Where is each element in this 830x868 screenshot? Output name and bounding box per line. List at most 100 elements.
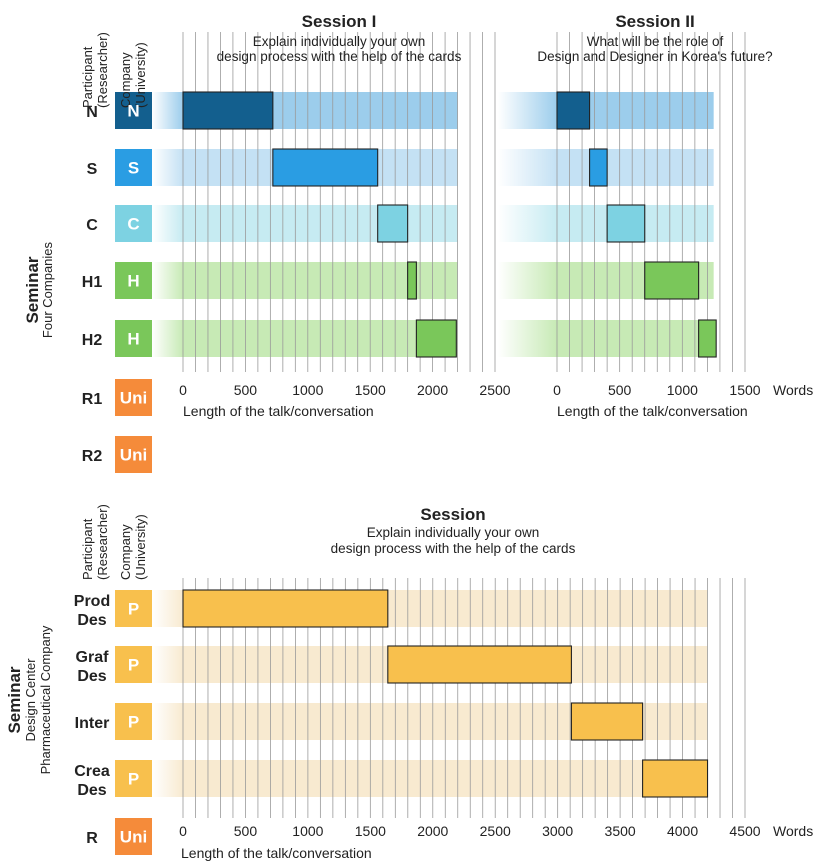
session3-tick-label: 3500: [605, 823, 636, 839]
session1-bar-s: [272, 148, 379, 187]
session2-bar-h1: [644, 261, 700, 300]
participant-R2-badge-text: Uni: [120, 446, 147, 465]
seminar2-sublabel: Design Center: [23, 658, 38, 742]
seminar1-sublabel: Four Companies: [40, 241, 55, 338]
session2-title: Session II: [615, 12, 694, 31]
session2-bar-c: [606, 204, 646, 243]
session3-subtitle-2: design process with the help of the card…: [331, 541, 576, 556]
session2-track: [557, 320, 714, 357]
session2-track-fade: [498, 262, 557, 299]
session3-tick-label: 2000: [417, 823, 448, 839]
session1-tick-label: 2000: [417, 382, 448, 398]
session1-bar-c: [377, 204, 409, 243]
session3-tick-label: 1000: [292, 823, 323, 839]
participant-inter-badge-text: P: [128, 713, 139, 732]
session3-tick-label: 4500: [729, 823, 760, 839]
participant-label-C: C: [86, 217, 98, 234]
s2-header-participant: Participant: [80, 518, 95, 580]
participant-label-r: R: [86, 830, 98, 847]
participant-label-crea-des-l1: Crea: [74, 763, 110, 780]
session3-tick-label: 0: [179, 823, 187, 839]
session1-tick-label: 1000: [292, 382, 323, 398]
s1-header-participant-sub: (Researcher): [95, 32, 110, 108]
session2-subtitle-1: What will be the role of: [587, 34, 724, 49]
session1-title: Session I: [302, 12, 377, 31]
seminar1-label: Seminar: [23, 256, 42, 323]
s1-header-company-sub: (University): [133, 42, 148, 108]
session3-title: Session: [420, 505, 485, 524]
seminar2-sublabel2: Pharmaceutical Company: [38, 625, 53, 774]
participant-label-S: S: [87, 161, 98, 178]
session3-xlabel: Length of the talk/conversation: [181, 845, 372, 861]
session3-track-fade: [152, 646, 183, 683]
session3-tick-label: 2500: [480, 823, 511, 839]
session2-xlabel: Length of the talk/conversation: [557, 403, 748, 419]
session2-track-fade: [498, 149, 557, 186]
participant-S-badge-text: S: [128, 159, 139, 178]
session3-bar-inter: [570, 702, 644, 741]
participant-label-R2: R2: [82, 448, 103, 465]
participant-crea-des-badge-text: P: [128, 770, 139, 789]
participant-graf-des-badge: [115, 646, 152, 683]
session3-tick-label: 500: [234, 823, 258, 839]
session3-tick-label: 4000: [667, 823, 698, 839]
participant-r-badge-text: Uni: [120, 828, 147, 847]
session1-subtitle-2: design process with the help of the card…: [217, 49, 462, 64]
participant-R1-badge-text: Uni: [120, 389, 147, 408]
session2-unit-label: Words: [773, 382, 813, 398]
session2-tick-label: 0: [553, 382, 561, 398]
session1-track-fade: [152, 205, 183, 242]
session1-tick-label: 0: [179, 382, 187, 398]
session1-bar-h1: [407, 261, 417, 300]
session2-bar-h2: [698, 319, 717, 358]
participant-label-H2: H2: [82, 332, 103, 349]
participant-inter-badge: [115, 703, 152, 740]
session1-track-fade: [152, 92, 183, 129]
participant-N-badge-text: N: [127, 102, 139, 121]
s2-header-company-sub: (University): [133, 514, 148, 580]
participant-H2-badge-text: H: [127, 330, 139, 349]
s2-header-company: Company: [118, 524, 133, 580]
participant-H2-badge: [115, 320, 152, 357]
session2-bar-s: [589, 148, 608, 187]
session1-tick-label: 1500: [355, 382, 386, 398]
participant-prod-des-badge: [115, 590, 152, 627]
session2-bar-n: [556, 91, 591, 130]
participant-label-N: N: [86, 104, 98, 121]
participant-label-R1: R1: [82, 391, 103, 408]
session2-subtitle-2: Design and Designer in Korea's future?: [537, 49, 772, 64]
participant-label-graf-des-l2: Des: [77, 668, 106, 685]
session3-track-fade: [152, 760, 183, 797]
session1-tick-label: 500: [234, 382, 258, 398]
participant-H1-badge: [115, 262, 152, 299]
s1-header-company: Company: [118, 52, 133, 108]
session3-tick-label: 1500: [355, 823, 386, 839]
participant-r-badge: [115, 818, 152, 855]
participant-label-prod-des-l2: Des: [77, 612, 106, 629]
session2-tick-label: 1000: [667, 382, 698, 398]
session1-track-fade: [152, 262, 183, 299]
session3-bar-crea-des: [642, 759, 709, 798]
session1-subtitle-1: Explain individually your own: [253, 34, 426, 49]
session3-tick-label: 3000: [542, 823, 573, 839]
session3-bar-prod-des: [182, 589, 389, 628]
session3-bar-graf-des: [387, 645, 572, 684]
session3-unit-label: Words: [773, 823, 813, 839]
participant-R2-badge: [115, 436, 152, 473]
participant-N-badge: [115, 92, 152, 129]
s2-header-participant-sub: (Researcher): [95, 504, 110, 580]
session2-tick-label: 500: [608, 382, 632, 398]
participant-prod-des-badge-text: P: [128, 600, 139, 619]
session3-track-fade: [152, 703, 183, 740]
participant-graf-des-badge-text: P: [128, 656, 139, 675]
session2-track-fade: [498, 320, 557, 357]
participant-label-inter: Inter: [75, 715, 110, 732]
participant-label-prod-des-l1: Prod: [74, 593, 110, 610]
session1-track-fade: [152, 149, 183, 186]
session1-track-fade: [152, 320, 183, 357]
session1-bar-n: [182, 91, 274, 130]
session3-subtitle-1: Explain individually your own: [367, 525, 540, 540]
participant-S-badge: [115, 149, 152, 186]
session1-xlabel: Length of the talk/conversation: [183, 403, 374, 419]
